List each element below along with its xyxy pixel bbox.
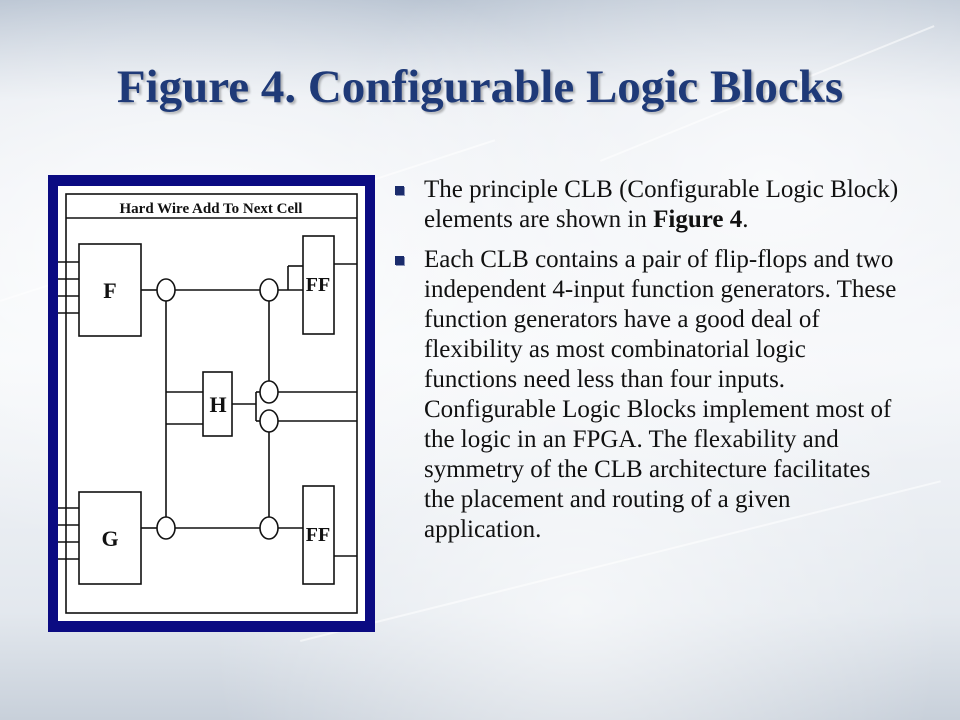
- label-g: G: [101, 526, 118, 551]
- function-generator-g: [78, 491, 142, 585]
- diagram-lines: [58, 193, 358, 614]
- figure-reference: Figure 4: [653, 206, 743, 233]
- cell-frame: [65, 193, 358, 614]
- bullet-item: The principle CLB (Configurable Logic Bl…: [395, 175, 905, 235]
- flip-flop-bottom: [302, 485, 335, 585]
- function-generator-f: [78, 243, 142, 337]
- bullet-item: Each CLB contains a pair of flip-flops a…: [395, 245, 905, 545]
- label-ff-top: FF: [306, 274, 330, 296]
- mux-circle: [259, 409, 279, 433]
- flip-flop-top: [302, 235, 335, 335]
- bullet-text: Each CLB contains a pair of flip-flops a…: [424, 246, 897, 543]
- mux-circle: [156, 516, 176, 540]
- mux-circle: [156, 278, 176, 302]
- mux-circle: [259, 516, 279, 540]
- diagram-header: Hard Wire Add To Next Cell: [120, 201, 303, 217]
- bullet-list: The principle CLB (Configurable Logic Bl…: [395, 175, 905, 555]
- bullet-square-icon: [395, 256, 404, 265]
- label-f: F: [103, 278, 116, 303]
- slide-title: Figure 4. Configurable Logic Blocks: [116, 61, 844, 113]
- label-h: H: [209, 392, 226, 417]
- bullet-square-icon: [395, 186, 404, 195]
- function-generator-h: [202, 371, 233, 437]
- mux-circle: [259, 278, 279, 302]
- clb-diagram: Hard Wire Add To Next Cell F G H FF FF: [58, 186, 365, 621]
- label-ff-bottom: FF: [306, 524, 330, 546]
- mux-circle: [259, 380, 279, 404]
- clb-figure: Hard Wire Add To Next Cell F G H FF FF: [48, 175, 375, 632]
- bullet-text: The principle CLB (Configurable Logic Bl…: [424, 176, 899, 233]
- bullet-text-end: .: [742, 206, 749, 233]
